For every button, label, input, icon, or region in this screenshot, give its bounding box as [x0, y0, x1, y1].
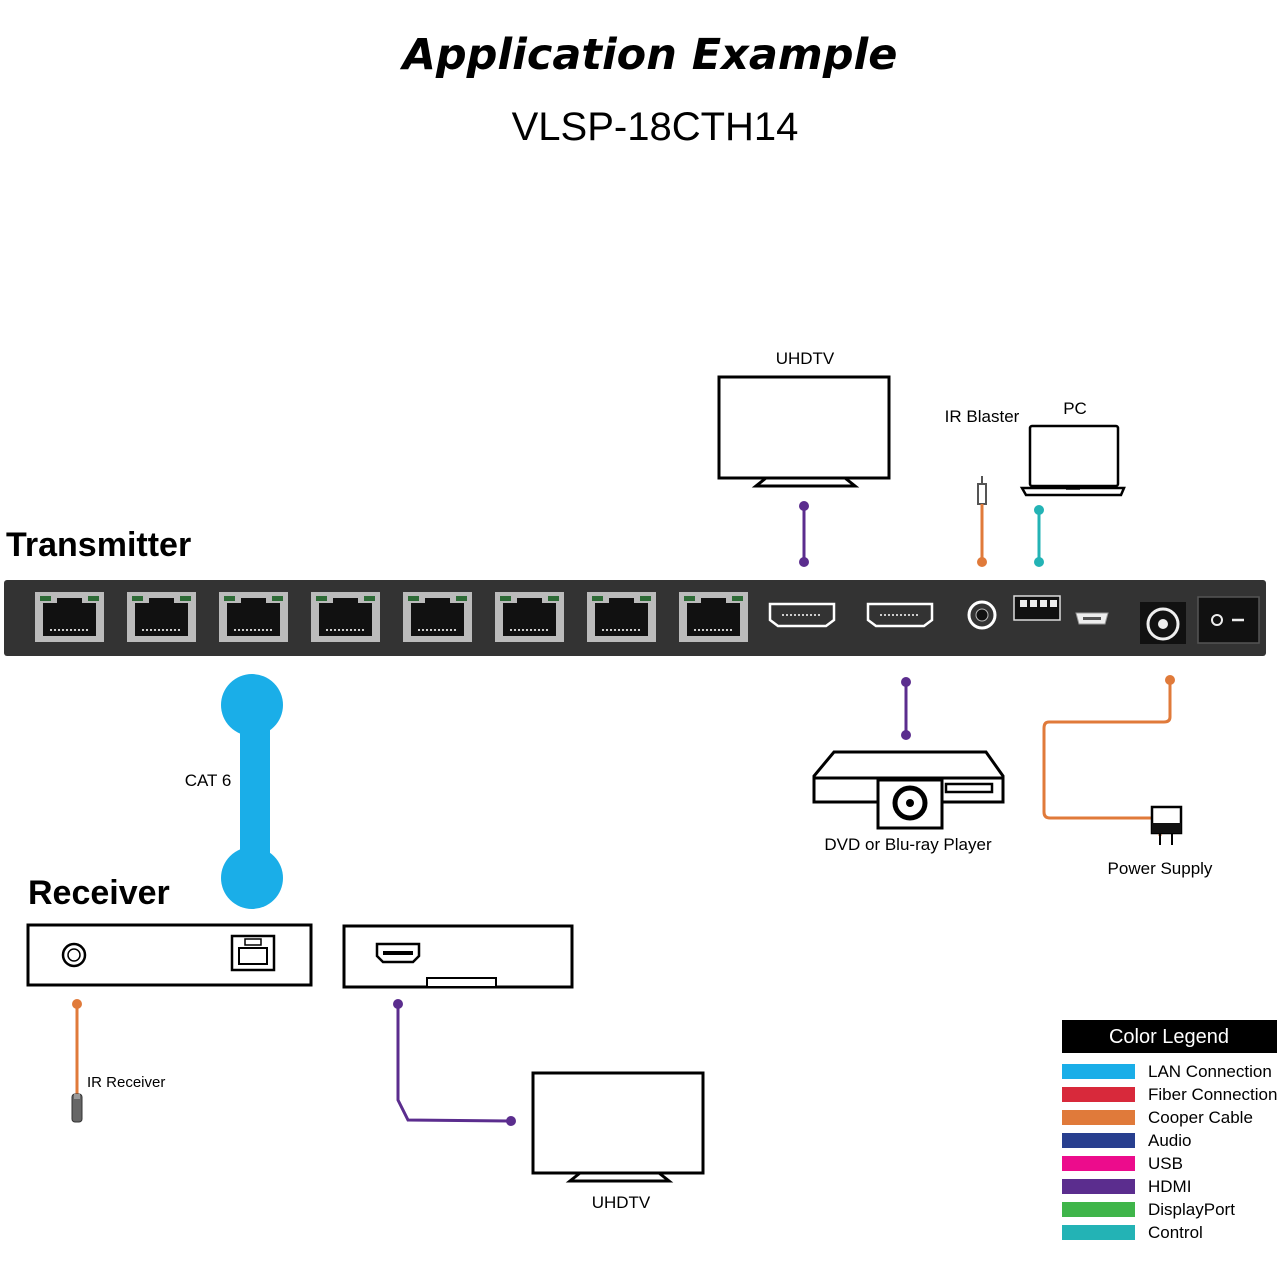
lan-cable-cat6 — [221, 674, 283, 909]
uhdtv-top-icon — [717, 375, 891, 488]
legend-swatch — [1062, 1156, 1135, 1171]
power-switch — [1197, 596, 1260, 644]
model-name: VLSP-18CTH14 — [512, 105, 799, 149]
legend-item: USB — [1062, 1154, 1183, 1173]
pc-label: PC — [1063, 399, 1087, 418]
uhdtv-bottom-icon — [531, 1071, 705, 1183]
rj45-port-4 — [311, 592, 380, 642]
power-supply-label: Power Supply — [1108, 859, 1213, 878]
transmitter-unit — [4, 580, 1266, 656]
hdmi-cable-tv-bottom — [393, 999, 516, 1126]
legend-swatch — [1062, 1110, 1135, 1125]
rj45-port-group — [35, 592, 748, 642]
legend-item: Control — [1062, 1223, 1203, 1242]
cat6-label: CAT 6 — [185, 771, 232, 790]
copper-cable-ir-receiver — [72, 999, 82, 1094]
hdmi-cable-dvd — [901, 677, 911, 740]
rj45-port-1 — [35, 592, 104, 642]
legend-item: Audio — [1062, 1131, 1191, 1150]
legend-title: Color Legend — [1109, 1026, 1229, 1048]
ir-receiver-icon — [71, 1093, 83, 1123]
power-jack — [1140, 602, 1186, 644]
control-cable-pc — [1034, 505, 1044, 567]
legend-item: Cooper Cable — [1062, 1108, 1253, 1127]
ir-blaster-label: IR Blaster — [945, 407, 1020, 426]
copper-cable-ir-blaster — [977, 504, 987, 567]
legend-item: DisplayPort — [1062, 1200, 1235, 1219]
legend-label: DisplayPort — [1148, 1200, 1235, 1219]
legend-swatch — [1062, 1225, 1135, 1240]
transmitter-label: Transmitter — [6, 526, 191, 564]
legend-label: Control — [1148, 1223, 1203, 1242]
uhdtv-top-label: UHDTV — [776, 349, 835, 368]
rj45-port-5 — [403, 592, 472, 642]
legend-swatch — [1062, 1087, 1135, 1102]
legend-label: LAN Connection — [1148, 1062, 1272, 1081]
mini-usb-port — [1075, 612, 1109, 625]
dvd-player-label: DVD or Blu-ray Player — [824, 835, 992, 854]
uhdtv-bottom-label: UHDTV — [592, 1193, 651, 1212]
legend-item: LAN Connection — [1062, 1062, 1272, 1081]
diagram-title: Application Example — [400, 30, 898, 80]
power-supply-icon — [1150, 805, 1183, 845]
legend-label: Cooper Cable — [1148, 1108, 1253, 1127]
rj45-port-2 — [127, 592, 196, 642]
legend-label: Fiber Connection — [1148, 1085, 1277, 1104]
legend-swatch — [1062, 1202, 1135, 1217]
rj45-port-7 — [587, 592, 656, 642]
ir-receiver-label: IR Receiver — [87, 1074, 165, 1091]
copper-cable-power — [1042, 675, 1175, 836]
rj45-port-3 — [219, 592, 288, 642]
legend-swatch — [1062, 1064, 1135, 1079]
ir-jack — [967, 600, 997, 630]
receiver-front-unit — [26, 923, 313, 987]
legend-header — [1062, 1020, 1277, 1053]
legend-item: HDMI — [1062, 1177, 1191, 1196]
legend-item: Fiber Connection — [1062, 1085, 1277, 1104]
hdmi-port-in — [866, 602, 934, 628]
dvd-player-icon — [812, 750, 1005, 830]
receiver-label: Receiver — [28, 874, 170, 912]
legend-label: USB — [1148, 1154, 1183, 1173]
control-terminal-block — [1013, 595, 1061, 621]
hdmi-port-out — [768, 602, 836, 628]
legend-label: HDMI — [1148, 1177, 1191, 1196]
legend-swatch — [1062, 1179, 1135, 1194]
legend-swatch — [1062, 1133, 1135, 1148]
rj45-port-8 — [679, 592, 748, 642]
legend-label: Audio — [1148, 1131, 1191, 1150]
hdmi-cable-tv-top — [799, 501, 809, 567]
receiver-back-unit — [342, 924, 574, 989]
laptop-icon — [1019, 424, 1126, 497]
ir-blaster-icon — [977, 476, 987, 505]
rj45-port-6 — [495, 592, 564, 642]
